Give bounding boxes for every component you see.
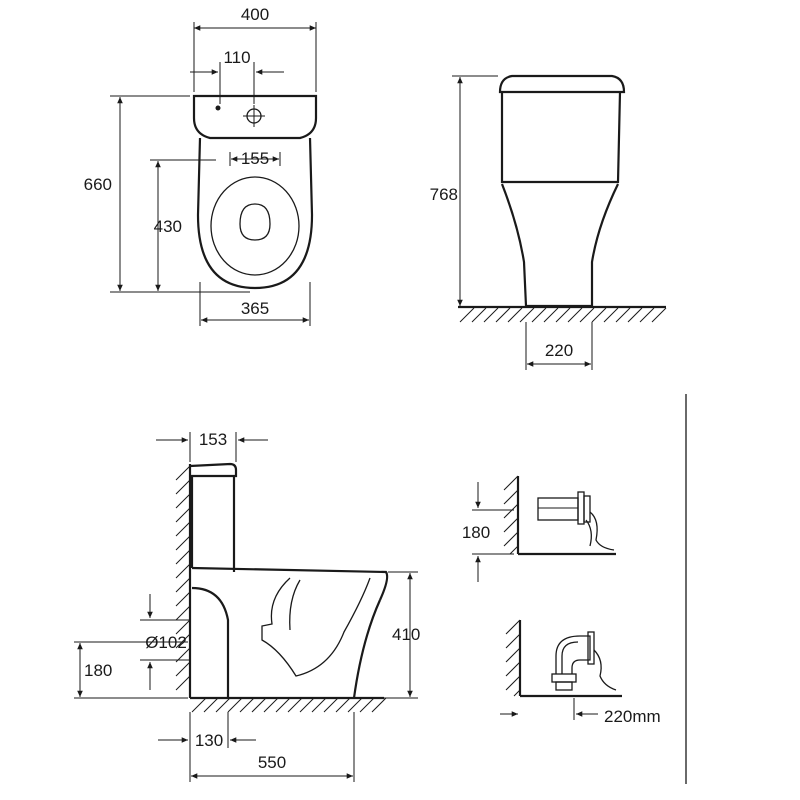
s-trap-detail: 220mm: [500, 619, 661, 726]
dim-seat-depth: 430: [154, 217, 182, 236]
flush-button-mark: [215, 105, 221, 111]
dim-top-width: 400: [241, 5, 269, 24]
side-view: 153 410 Ø102 180 130 550: [74, 430, 420, 782]
dim-seat-hole-spacing: 155: [241, 149, 269, 168]
side-view-tank: [190, 476, 236, 572]
top-view-tank: [192, 94, 318, 140]
side-view-outlet-shape: [191, 586, 230, 698]
side-view-floor-hatch: [191, 697, 387, 713]
side-view-trapway: [261, 577, 371, 677]
s-trap-elbow: [555, 635, 591, 674]
side-view-bowl-front: [352, 599, 382, 699]
p-trap-pipe: [537, 497, 579, 521]
side-view-rim: [191, 566, 389, 601]
dim-outlet-offset: 130: [195, 731, 223, 750]
front-view-tank: [500, 91, 622, 184]
dim-side-depth: 550: [258, 753, 286, 772]
dim-s-trap-offset: 220mm: [604, 707, 661, 726]
dim-base-width: 365: [241, 299, 269, 318]
top-view-seat-opening: [239, 203, 271, 241]
front-view-pedestal: [500, 183, 619, 308]
front-view-floor-hatch: [459, 307, 667, 323]
dim-tank-depth: 153: [199, 430, 227, 449]
dim-total-height: 768: [430, 185, 458, 204]
dim-tank-hole-spacing: 110: [223, 48, 250, 67]
top-view-rim: [210, 176, 300, 276]
dim-total-depth: 660: [84, 175, 112, 194]
p-trap-detail: 180: [462, 475, 616, 582]
top-view-bowl: [196, 137, 314, 290]
top-view: 400 110 155 660 430 365: [84, 5, 318, 326]
front-view: 768 220: [430, 74, 667, 370]
dim-pan-height: 410: [392, 625, 420, 644]
dim-p-trap-height: 180: [462, 523, 490, 542]
front-view-tank-lid: [498, 74, 626, 94]
dim-front-base-width: 220: [545, 341, 573, 360]
side-view-wall-hatch: [175, 465, 191, 691]
side-view-tank-lid: [189, 462, 238, 478]
dim-outlet-height: 180: [84, 661, 112, 680]
